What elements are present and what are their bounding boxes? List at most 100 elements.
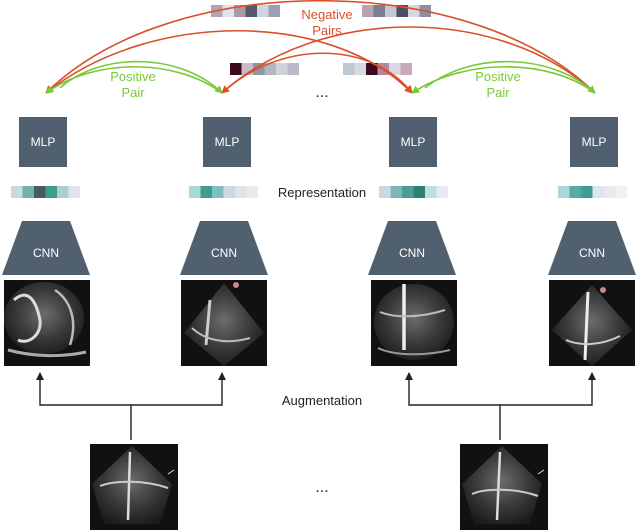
vector-cell [230,63,242,75]
vector-cell [241,63,253,75]
vector-cell [354,63,366,75]
vector-cell [558,186,570,198]
augmentation-label: Augmentation [282,393,362,408]
vector-cell [402,186,414,198]
mlp-box: MLP [389,117,437,167]
mlp-label: MLP [401,135,426,149]
positive-arc-left-back [45,66,223,94]
augmentation-arrows [36,372,596,440]
vector-cell [373,5,385,17]
representation-vector [11,186,80,198]
mlp-box: MLP [203,117,251,167]
vector-cell [189,186,201,198]
mlp-label: MLP [215,135,240,149]
negative-pair-arcs [45,0,596,94]
original-image-2 [460,444,548,530]
positive-pair-label-left: Positive [110,69,156,84]
mlp-label: MLP [582,135,607,149]
vector-cell [257,5,269,17]
positive-pair-label-right: Pair [486,85,510,100]
vector-cell [615,186,627,198]
mlp-box: MLP [570,117,618,167]
cnn-block: CNN [548,221,636,275]
vector-cell [379,186,391,198]
vector-cell [34,186,46,198]
vector-cell [68,186,80,198]
original-images [90,444,548,530]
representation-vector [189,186,258,198]
vector-cell [268,5,280,17]
augmented-image-1 [4,280,90,366]
representation-label: Representation [278,185,366,200]
mlp-label: MLP [31,135,56,149]
negative-pairs-label: Negative [301,7,352,22]
ellipsis-top: ... [315,84,328,101]
cnn-label: CNN [399,246,425,260]
cnn-block: CNN [368,221,456,275]
vector-cell [569,186,581,198]
vector-cell [235,186,247,198]
vector-cell [592,186,604,198]
vector-cell [389,63,401,75]
vector-cell [400,63,412,75]
vector-cell [57,186,69,198]
vector-cell [222,5,234,17]
vector-cell [234,5,246,17]
cnn-label: CNN [579,246,605,260]
augmented-image-2 [181,280,267,366]
vector-cell [264,63,276,75]
augmentation-branch-left [131,372,226,406]
vector-cell [436,186,448,198]
vector-cell [200,186,212,198]
negative-arc [45,0,596,94]
representation-vector [379,186,448,198]
representation-vector [558,186,627,198]
cnn-block: CNN [180,221,268,275]
cnn-label: CNN [211,246,237,260]
augmented-image-4 [549,280,635,366]
augmentation-branch-left [36,372,132,440]
augmented-image-3 [371,280,457,366]
mlp-box: MLP [19,117,67,167]
vector-cell [408,5,420,17]
negative-arc [45,30,413,94]
negative-pairs-label: Pairs [312,23,342,38]
positive-arc-right [424,60,596,94]
negative-arc [221,52,413,94]
negative-arc [221,26,596,94]
vector-cell [287,63,299,75]
positive-pair-arcs [45,60,596,94]
vector-cell [223,186,235,198]
vector-cell [362,5,374,17]
positive-arc-right-back [411,66,596,94]
cnn-label: CNN [33,246,59,260]
augmented-images [4,280,635,366]
vector-cell [343,63,355,75]
projection-vectors [211,5,431,75]
vector-cell [212,186,224,198]
vector-cell [390,186,402,198]
vector-cell [45,186,57,198]
vector-cell [22,186,34,198]
original-image-1 [90,444,178,530]
mlp-row: MLP MLP MLP MLP [19,117,618,167]
vector-cell [276,63,288,75]
projection-vector [211,5,280,17]
ellipsis-bottom: ... [315,479,328,496]
vector-cell [413,186,425,198]
vector-cell [366,63,378,75]
vector-cell [385,5,397,17]
vector-cell [396,5,408,17]
vector-cell [425,186,437,198]
cnn-block: CNN [2,221,90,275]
augmentation-branch-right [500,372,596,406]
cnn-row: CNN CNN CNN CNN [2,221,636,275]
vector-cell [604,186,616,198]
positive-pair-label-left: Pair [121,85,145,100]
vector-cell [245,5,257,17]
representation-vectors [11,186,627,198]
vector-cell [246,186,258,198]
positive-pair-label-right: Positive [475,69,521,84]
vector-cell [11,186,23,198]
